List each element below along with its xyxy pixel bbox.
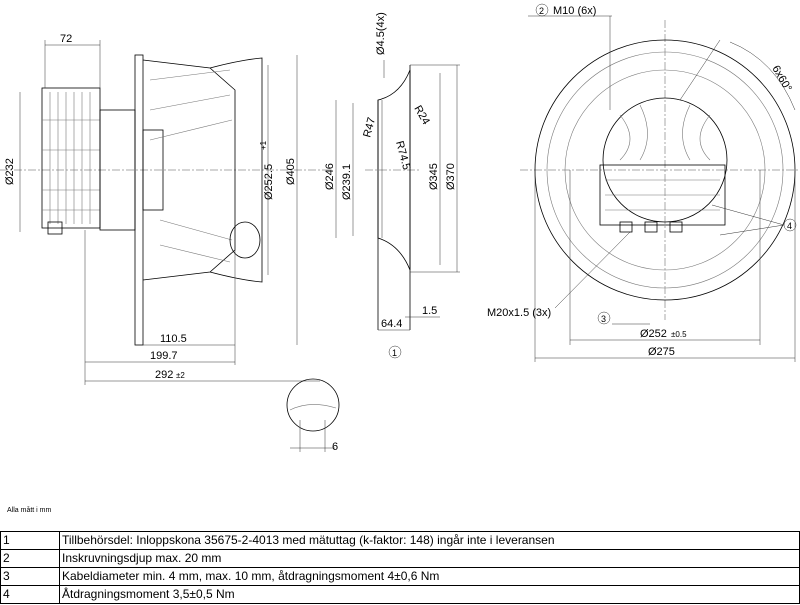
label-m20: M20x1.5 (3x) (487, 307, 551, 319)
front-view: 2 M10 (6x) 6x60° 4 M20x1.5 (3x) 3 Ø252 ±… (487, 3, 800, 362)
callout-1: 1 (392, 348, 397, 358)
inlet-cone-view: Ø4.5(4x) R47 R74.5 R24 Ø246 Ø239.1 Ø345 … (324, 12, 460, 359)
dim-r74-5: R74.5 (393, 140, 412, 171)
technical-drawing: 72 Ø232 Ø252.5 +1 Ø405 110.5 199.7 292 ±… (0, 3, 800, 453)
legend-text: Tillbehörsdel: Inloppskona 35675-2-4013 … (59, 531, 800, 550)
dim-d4-5: Ø4.5(4x) (375, 12, 387, 55)
legend-text: Inskruvningsdjup max. 20 mm (59, 549, 800, 568)
dim-d405: Ø405 (285, 158, 297, 185)
dim-72: 72 (60, 33, 72, 45)
motor-housing (41, 87, 101, 229)
callout-2: 2 (539, 6, 544, 16)
back-plate (134, 54, 144, 346)
dim-d345: Ø345 (428, 163, 440, 190)
dim-64-4: 64.4 (381, 318, 402, 330)
units-note: Alla mått i mm (7, 507, 52, 514)
dim-110-5: 110.5 (160, 333, 187, 345)
dim-d252-5: Ø252.5 (263, 164, 275, 200)
dim-r47: R47 (361, 116, 378, 139)
dim-r24: R24 (411, 104, 431, 127)
detail-dim-6: 6 (332, 441, 338, 453)
detail-circle (286, 378, 340, 432)
legend-number: 4 (0, 585, 60, 604)
dim-292-tolerance: ±2 (176, 371, 185, 380)
dim-199-7: 199.7 (150, 350, 178, 362)
dim-d246: Ø246 (324, 163, 336, 190)
dim-1-5: 1.5 (422, 305, 437, 317)
legend-number: 2 (0, 549, 60, 568)
label-m10: M10 (6x) (553, 5, 596, 17)
dim-292: 292 (155, 369, 173, 381)
callout-4: 4 (787, 221, 792, 231)
dim-d370: Ø370 (445, 163, 457, 190)
dim-d252-tolerance: ±0.5 (671, 330, 687, 339)
dim-d252-5-tolerance: +1 (259, 140, 268, 150)
label-angle: 6x60° (769, 64, 794, 94)
dim-d252: Ø252 (640, 328, 667, 340)
motor-electronics (602, 97, 728, 223)
legend-number: 1 (0, 531, 60, 550)
callout-3: 3 (601, 314, 606, 324)
dim-d275: Ø275 (648, 346, 675, 358)
legend-text: Kabeldiameter min. 4 mm, max. 10 mm, åtd… (59, 567, 800, 586)
side-view: 72 Ø232 Ø252.5 +1 Ø405 110.5 199.7 292 ±… (0, 33, 340, 453)
legend-number: 3 (0, 567, 60, 586)
legend-text: Åtdragningsmoment 3,5±0,5 Nm (59, 585, 800, 604)
dim-d232: Ø232 (4, 158, 16, 185)
dim-d239-1: Ø239.1 (341, 164, 353, 200)
